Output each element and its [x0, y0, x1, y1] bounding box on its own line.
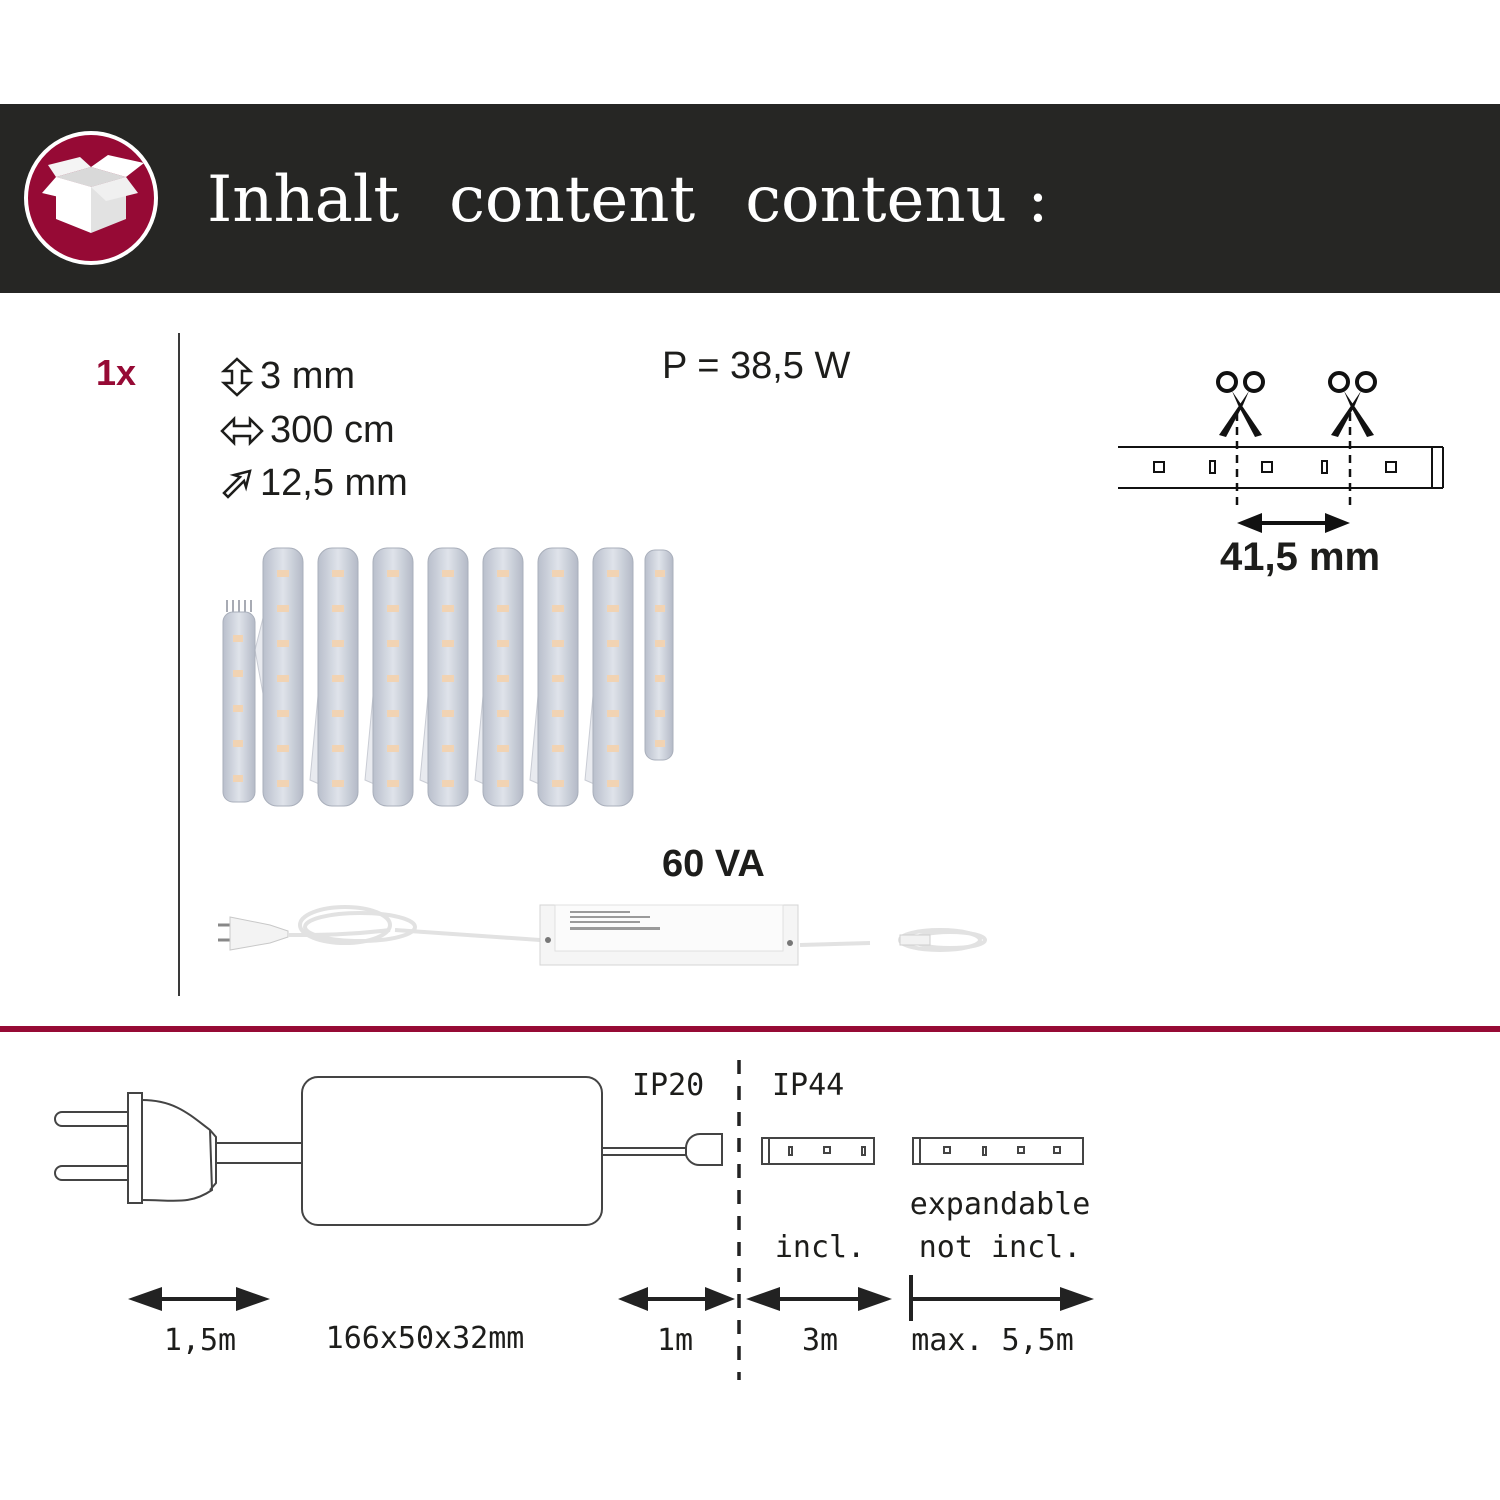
led-strip-image — [222, 547, 674, 807]
title-fr: contenu : — [745, 163, 1049, 237]
spec-length-value: 300 cm — [270, 409, 395, 451]
scissors-icon — [1328, 371, 1377, 437]
strip-not-included-label: not incl. — [918, 1230, 1082, 1265]
vertical-divider — [178, 333, 180, 996]
cut-distance-label: 41,5 mm — [1220, 535, 1381, 579]
title-en: content — [449, 163, 696, 237]
spec-width: 12,5 mm — [220, 462, 408, 505]
spec-width-value: 12,5 mm — [260, 462, 408, 504]
ip20-label: IP20 — [632, 1068, 705, 1103]
height-arrow-icon — [220, 356, 254, 397]
wiring-diagram — [54, 1060, 1094, 1380]
strip-expandable-label: expandable — [909, 1187, 1091, 1222]
driver-dimensions: 166x50x32mm — [325, 1321, 525, 1356]
section-divider — [0, 1026, 1500, 1032]
cut-diagram — [1118, 371, 1444, 533]
scissors-icon — [1216, 371, 1265, 437]
spec-length: 300 cm — [220, 409, 395, 452]
strip-included-label: incl. — [774, 1230, 866, 1265]
open-box-icon — [42, 155, 144, 233]
title-de: Inhalt — [207, 163, 400, 237]
width-diagonal-arrow-icon — [222, 468, 252, 499]
strip-length: 3m — [801, 1323, 839, 1358]
spec-height: 3 mm — [220, 355, 355, 398]
box-badge — [24, 131, 158, 265]
transformer-rating: 60 VA — [662, 843, 765, 885]
max-length: max. 5,5m — [911, 1323, 1074, 1358]
quantity-label: 1x — [96, 352, 137, 393]
plug-cable-length: 1,5m — [163, 1323, 237, 1358]
header-band — [0, 104, 1500, 293]
ip44-label: IP44 — [772, 1068, 845, 1103]
power-rating: P = 38,5 W — [662, 345, 851, 387]
spec-height-value: 3 mm — [260, 355, 355, 397]
page-title: Inhalt content contenu : — [207, 160, 1049, 240]
transformer-image — [218, 904, 987, 966]
output-cable-length: 1m — [656, 1323, 694, 1358]
length-arrow-icon — [220, 415, 264, 446]
